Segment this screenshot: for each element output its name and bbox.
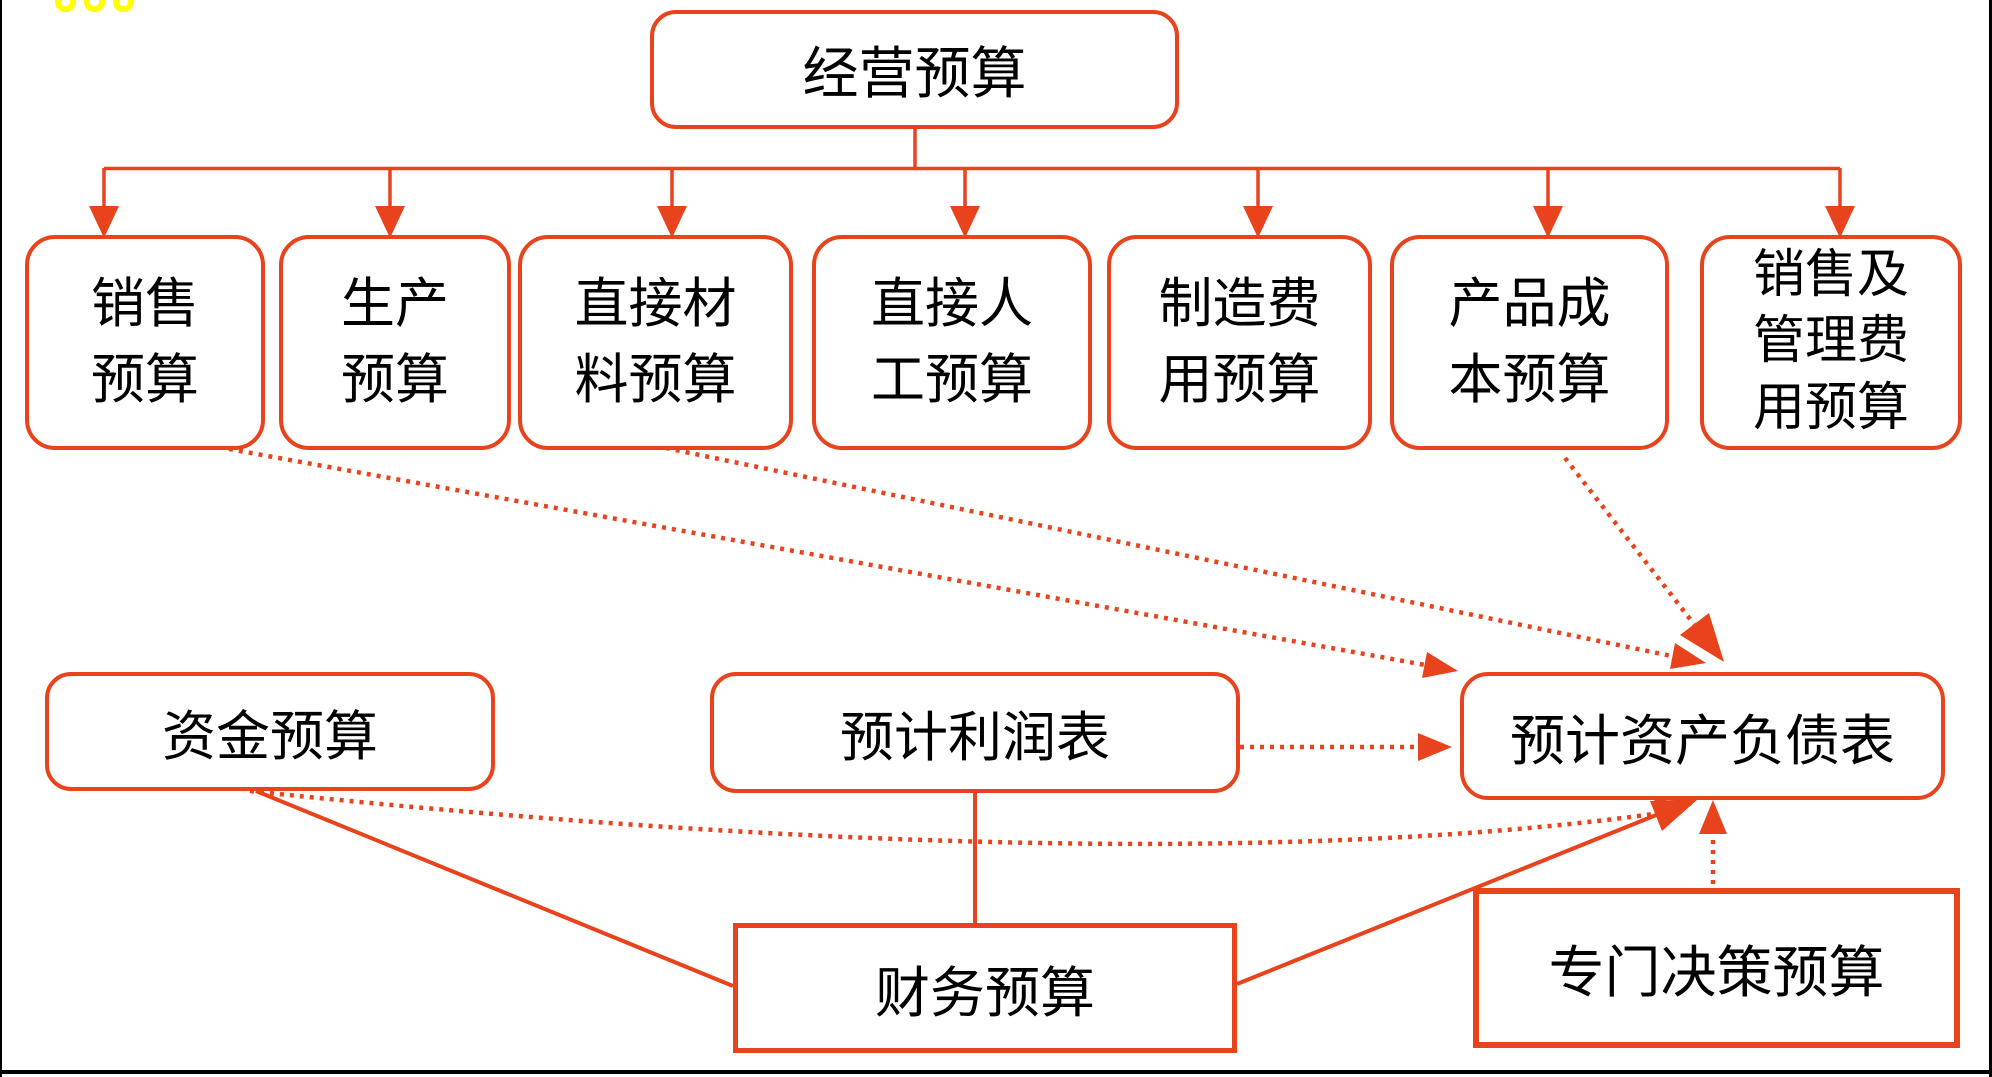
node-sales-budget: 销售 预算 [25, 235, 265, 450]
node-label: 预计利润表 [840, 708, 1110, 768]
yellow-u-icon [84, 0, 105, 12]
tree-connectors [102, 129, 1842, 208]
node-budgeted-income-statement: 预计利润表 [710, 672, 1240, 793]
arrowhead-icon [1670, 643, 1706, 669]
frame-left-edge [0, 0, 2, 1077]
node-label: 预计资产负债表 [1509, 711, 1895, 772]
node-label: 产品成 本预算 [1448, 273, 1611, 410]
node-label: 生产 预算 [341, 273, 449, 410]
link-materials-to-balance [665, 445, 1687, 662]
link-financial-to-balance [1236, 805, 1677, 986]
yellow-u-icon [113, 0, 134, 12]
node-label: 财务预算 [874, 963, 1095, 1024]
node-manufacturing-overhead-budget: 制造费 用预算 [1107, 235, 1372, 450]
frame-bottom-edge [0, 1070, 1992, 1074]
dotted-links [228, 445, 1716, 884]
node-budgeted-balance-sheet: 预计资产负债表 [1460, 672, 1945, 800]
node-label: 专门决策预算 [1548, 942, 1885, 1005]
node-selling-admin-expense-budget: 销售及 管理费 用预算 [1700, 235, 1962, 450]
node-label: 直接材 料预算 [574, 273, 737, 410]
yellow-u-icon [55, 0, 76, 12]
solid-links [255, 789, 1677, 988]
arrowhead-icon [375, 206, 405, 238]
node-label: 资金预算 [162, 707, 378, 767]
arrowhead-icon [1654, 798, 1692, 824]
node-label: 销售 预算 [91, 273, 199, 410]
node-label: 销售及 管理费 用预算 [1752, 246, 1909, 437]
arrowhead-icon [1243, 206, 1273, 238]
arrowhead-icon [657, 206, 687, 238]
arrowhead-icon [1533, 206, 1563, 238]
node-label: 经营预算 [802, 44, 1027, 106]
node-cash-budget: 资金预算 [45, 672, 495, 791]
node-direct-labor-budget: 直接人 工预算 [812, 235, 1092, 450]
node-operating-budget: 经营预算 [650, 10, 1179, 129]
node-label: 制造费 用预算 [1158, 273, 1321, 410]
node-production-budget: 生产 预算 [279, 235, 511, 450]
arrowhead-icon [950, 206, 980, 238]
link-cash-to-financial [255, 789, 734, 988]
node-label: 直接人 工预算 [871, 273, 1033, 410]
arrowhead-icon [1422, 652, 1458, 678]
frame-right-edge [1989, 0, 1992, 1077]
arrowhead-icon [1680, 613, 1724, 662]
dotted-arrowheads [1418, 613, 1727, 834]
link-productcost-to-balance [1563, 456, 1706, 639]
arrowhead-icon [1825, 206, 1855, 238]
arrowhead-icon [89, 206, 119, 238]
tree-arrowheads [89, 206, 1855, 238]
node-direct-materials-budget: 直接材 料预算 [518, 235, 793, 450]
node-product-cost-budget: 产品成 本预算 [1390, 235, 1669, 450]
link-cash-to-balance [249, 788, 1669, 847]
arrowhead-icon [1418, 733, 1452, 761]
node-financial-budget: 财务预算 [733, 923, 1237, 1053]
node-special-decision-budget: 专门决策预算 [1473, 888, 1960, 1048]
arrowhead-icon [1699, 800, 1727, 834]
